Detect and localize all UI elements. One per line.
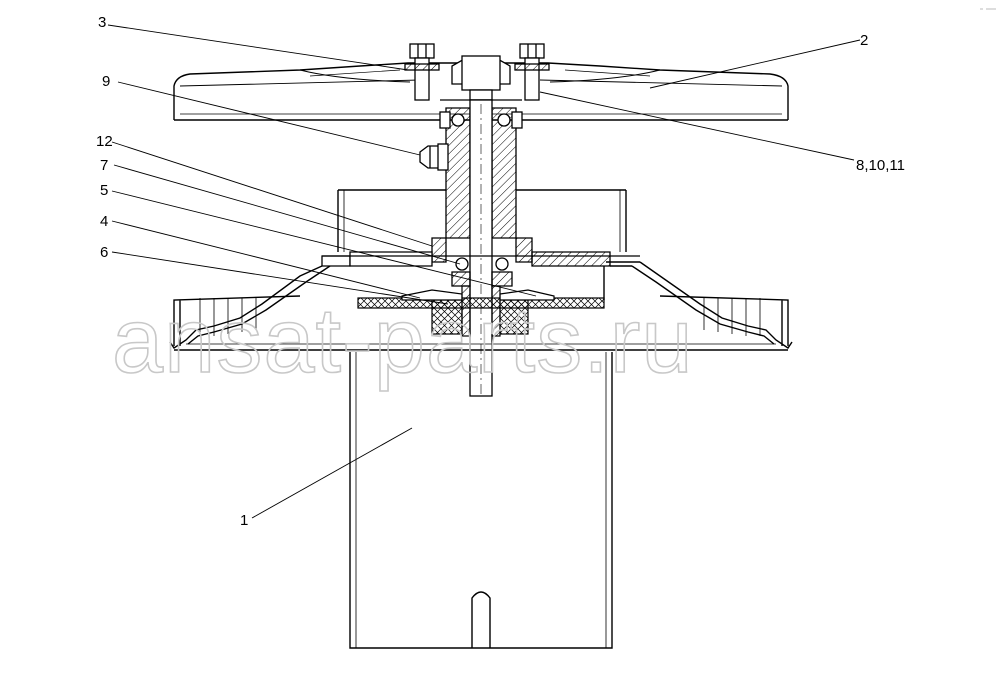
cylinder-part-1 xyxy=(337,189,627,649)
callout-9: 9 xyxy=(102,73,110,90)
callout-6: 6 xyxy=(100,244,108,261)
callout-1: 1 xyxy=(240,512,248,529)
leader-lines xyxy=(107,24,861,519)
watermark: ansat-parts.ru xyxy=(112,290,694,392)
callout-5: 5 xyxy=(100,182,108,199)
callout-3: 3 xyxy=(98,14,106,31)
top-hub-and-bolts xyxy=(404,43,550,101)
callout-8-10-11: 8,10,11 xyxy=(856,157,905,174)
shaft-housing xyxy=(419,99,533,397)
callout-7: 7 xyxy=(100,157,108,174)
callout-4: 4 xyxy=(100,213,108,230)
callout-12: 12 xyxy=(96,133,113,150)
callout-2: 2 xyxy=(860,32,868,49)
callout-labels: 3 2 9 12 8,10,11 7 5 4 6 1 xyxy=(96,14,905,529)
seal-disc xyxy=(357,285,605,337)
